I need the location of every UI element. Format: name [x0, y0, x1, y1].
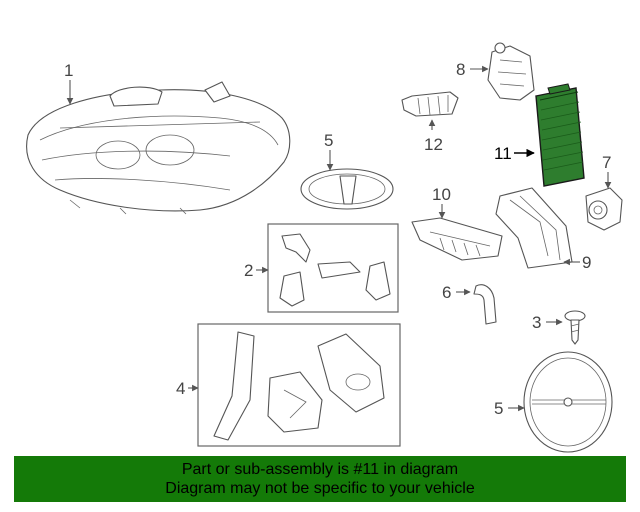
hose-part-6[interactable] [473, 284, 497, 325]
callout-8: 8 [456, 60, 465, 79]
banner-line-1: Part or sub-assembly is #11 in diagram [181, 461, 459, 478]
round-cover-part-5-lower[interactable] [523, 351, 613, 453]
callout-4: 4 [176, 379, 185, 398]
parts-diagram: 1 5 12 8 11 7 10 [26, 42, 623, 453]
callout-6: 6 [442, 283, 451, 302]
screw-part-3[interactable] [564, 310, 586, 345]
callout-2: 2 [244, 261, 253, 280]
callout-5-lower: 5 [494, 399, 503, 418]
bracket-part-12[interactable] [401, 91, 459, 117]
callout-9: 9 [582, 253, 591, 272]
callout-1: 1 [64, 61, 73, 80]
headlight-assembly-part[interactable] [26, 81, 291, 215]
info-banner: Part or sub-assembly is #11 in diagram D… [14, 456, 626, 502]
control-module-part-11[interactable] [535, 83, 585, 187]
banner-line-2: Diagram may not be specific to your vehi… [165, 480, 475, 497]
air-duct-part-9[interactable] [495, 187, 573, 269]
vent-bracket-part-10[interactable] [411, 217, 503, 261]
actuator-part-7[interactable] [585, 187, 623, 231]
motor-part-8[interactable] [487, 42, 535, 101]
callout-7: 7 [602, 153, 611, 172]
callout-11: 11 [494, 144, 512, 163]
cover-part-5-upper[interactable] [300, 168, 394, 210]
bracket-set-part-2[interactable] [279, 233, 391, 307]
callout-12: 12 [424, 135, 443, 154]
bracket-set-part-4[interactable] [213, 331, 385, 441]
callout-3: 3 [532, 313, 541, 332]
callout-10: 10 [432, 185, 451, 204]
callout-5-upper: 5 [324, 131, 333, 150]
